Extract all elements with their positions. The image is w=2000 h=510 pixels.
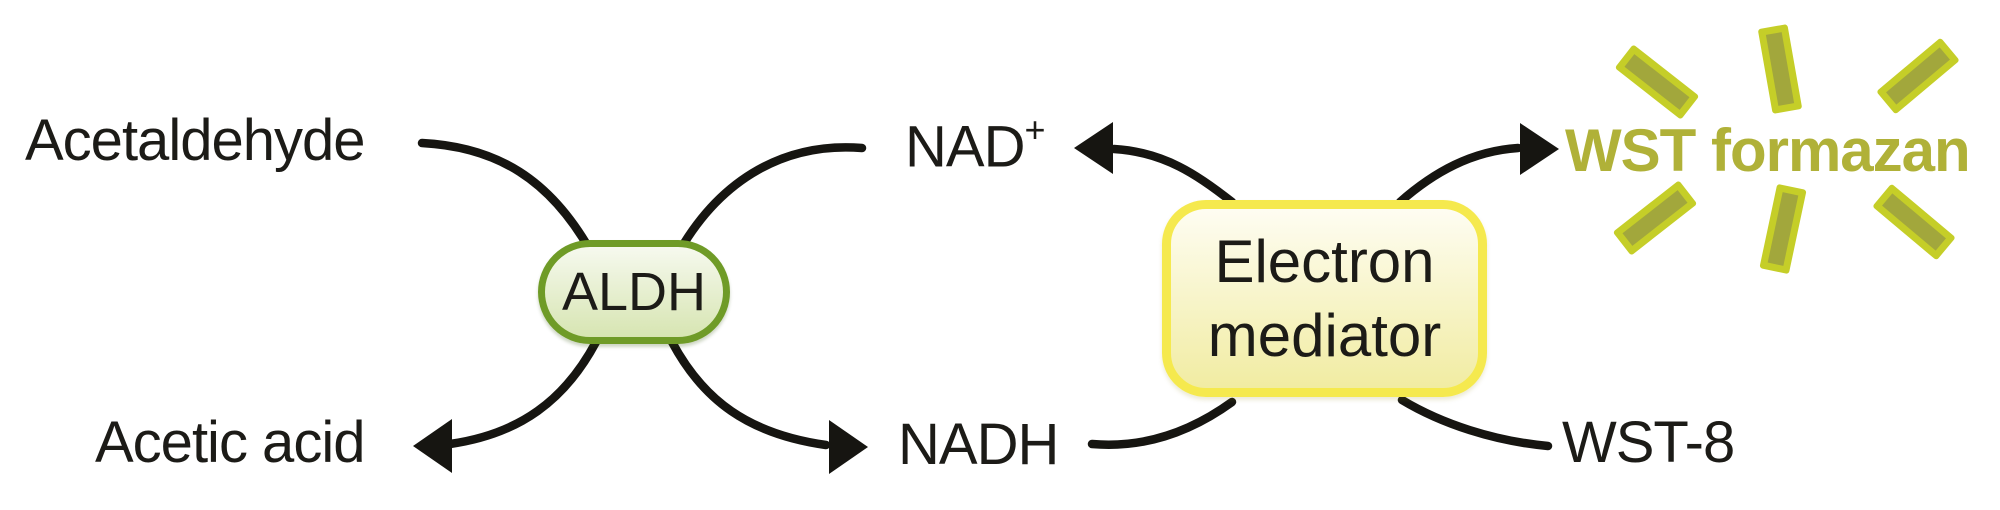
curve-aldh-to-nad bbox=[675, 143, 867, 255]
acetic-acid-label: Acetic acid bbox=[95, 410, 365, 475]
curve-nadh-to-mediator bbox=[1087, 397, 1237, 449]
electron-mediator-node: Electron mediator bbox=[1162, 200, 1487, 397]
arrowhead-acetic-acid bbox=[413, 419, 452, 473]
arrowhead-wst-formazan bbox=[1520, 123, 1559, 175]
mediator-label-line2: mediator bbox=[1207, 301, 1442, 369]
curve-acetaldehyde-to-aldh bbox=[417, 138, 595, 255]
nadh-label: NADH bbox=[898, 412, 1059, 477]
aldh-label: ALDH bbox=[561, 262, 707, 322]
nad-plus-superscript: + bbox=[1024, 109, 1046, 150]
nad-plus-label: NAD+ bbox=[905, 109, 1046, 180]
curve-mediator-to-formazan bbox=[1395, 143, 1523, 207]
mediator-label-line1: Electron bbox=[1214, 228, 1435, 296]
wst-formazan-label: WST formazan bbox=[1565, 117, 1971, 184]
arrowhead-nadh bbox=[829, 420, 868, 474]
curve-wst8-to-mediator bbox=[1397, 395, 1553, 451]
arrowhead-nad bbox=[1074, 122, 1113, 174]
curve-mediator-to-nad bbox=[1109, 144, 1237, 207]
curve-aldh-to-acetic-acid bbox=[445, 337, 601, 449]
curve-aldh-to-nadh bbox=[667, 337, 831, 450]
wst8-label: WST-8 bbox=[1562, 410, 1735, 475]
acetaldehyde-label: Acetaldehyde bbox=[25, 108, 365, 173]
aldh-enzyme-node: ALDH bbox=[538, 240, 730, 344]
